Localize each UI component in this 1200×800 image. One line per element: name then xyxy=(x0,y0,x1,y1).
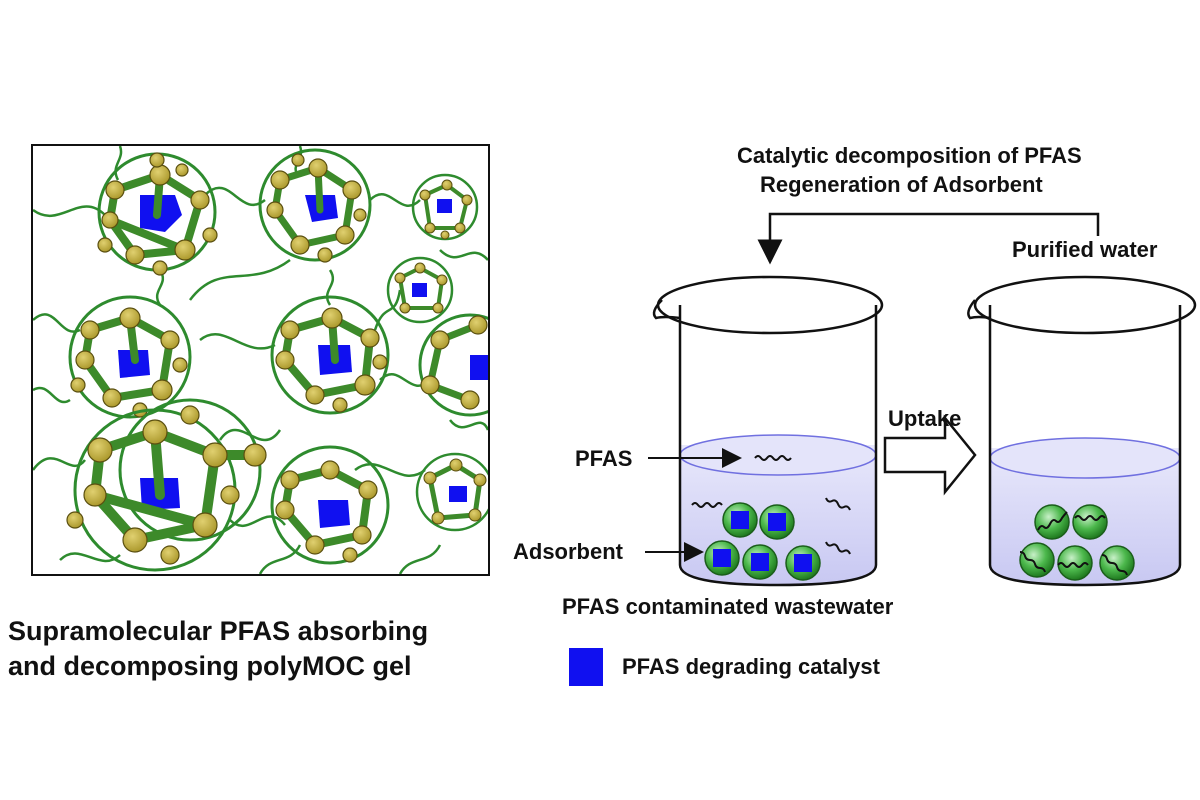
uptake-arrow: Uptake xyxy=(883,406,977,496)
catalyst-legend-label: PFAS degrading catalyst xyxy=(622,654,881,679)
polymoc-gel-panel: Supramolecular PFAS absorbing and decomp… xyxy=(8,144,490,681)
purified-beaker xyxy=(967,275,1197,587)
regeneration-arrow xyxy=(757,212,1100,265)
beaker-body xyxy=(988,305,1182,587)
adsorbent-label: Adsorbent xyxy=(513,539,624,564)
pfas-label: PFAS xyxy=(575,446,632,471)
beaker-body xyxy=(678,305,878,587)
purified-water-label: Purified water xyxy=(1012,237,1158,262)
beaker-spout xyxy=(652,299,681,320)
moc-cage xyxy=(68,295,192,419)
beaker-rim xyxy=(656,275,884,335)
moc-cage xyxy=(270,445,390,565)
cycle-label-line2: Regeneration of Adsorbent xyxy=(760,172,1043,197)
moc-cage xyxy=(258,148,372,263)
adsorption-process-panel: Catalytic decomposition of PFAS Regenera… xyxy=(513,143,1197,686)
moc-cage xyxy=(415,452,488,532)
gel-network xyxy=(33,146,488,574)
beaker-rim xyxy=(973,275,1197,335)
saturated-adsorbent-spheres xyxy=(1019,504,1135,581)
beaker-spout xyxy=(967,299,991,320)
liquid-surface xyxy=(679,434,877,476)
cycle-label-line1: Catalytic decomposition of PFAS xyxy=(737,143,1082,168)
moc-cage xyxy=(66,398,267,572)
pfas-molecules xyxy=(691,455,851,555)
catalyst-swatch xyxy=(569,648,603,686)
legend: PFAS degrading catalyst xyxy=(569,648,881,686)
adsorbent-spheres xyxy=(704,502,821,581)
gel-caption-line2: and decomposing polyMOC gel xyxy=(8,651,412,681)
moc-cage xyxy=(97,152,218,276)
moc-cage xyxy=(386,256,454,324)
moc-cage xyxy=(418,313,488,417)
purified-liquid-surface xyxy=(989,437,1181,479)
wastewater-caption: PFAS contaminated wastewater xyxy=(562,594,894,619)
wastewater-beaker xyxy=(652,275,884,587)
moc-cage xyxy=(411,173,479,241)
uptake-label: Uptake xyxy=(888,406,961,431)
gel-caption-line1: Supramolecular PFAS absorbing xyxy=(8,616,428,646)
moc-cage xyxy=(270,295,390,415)
